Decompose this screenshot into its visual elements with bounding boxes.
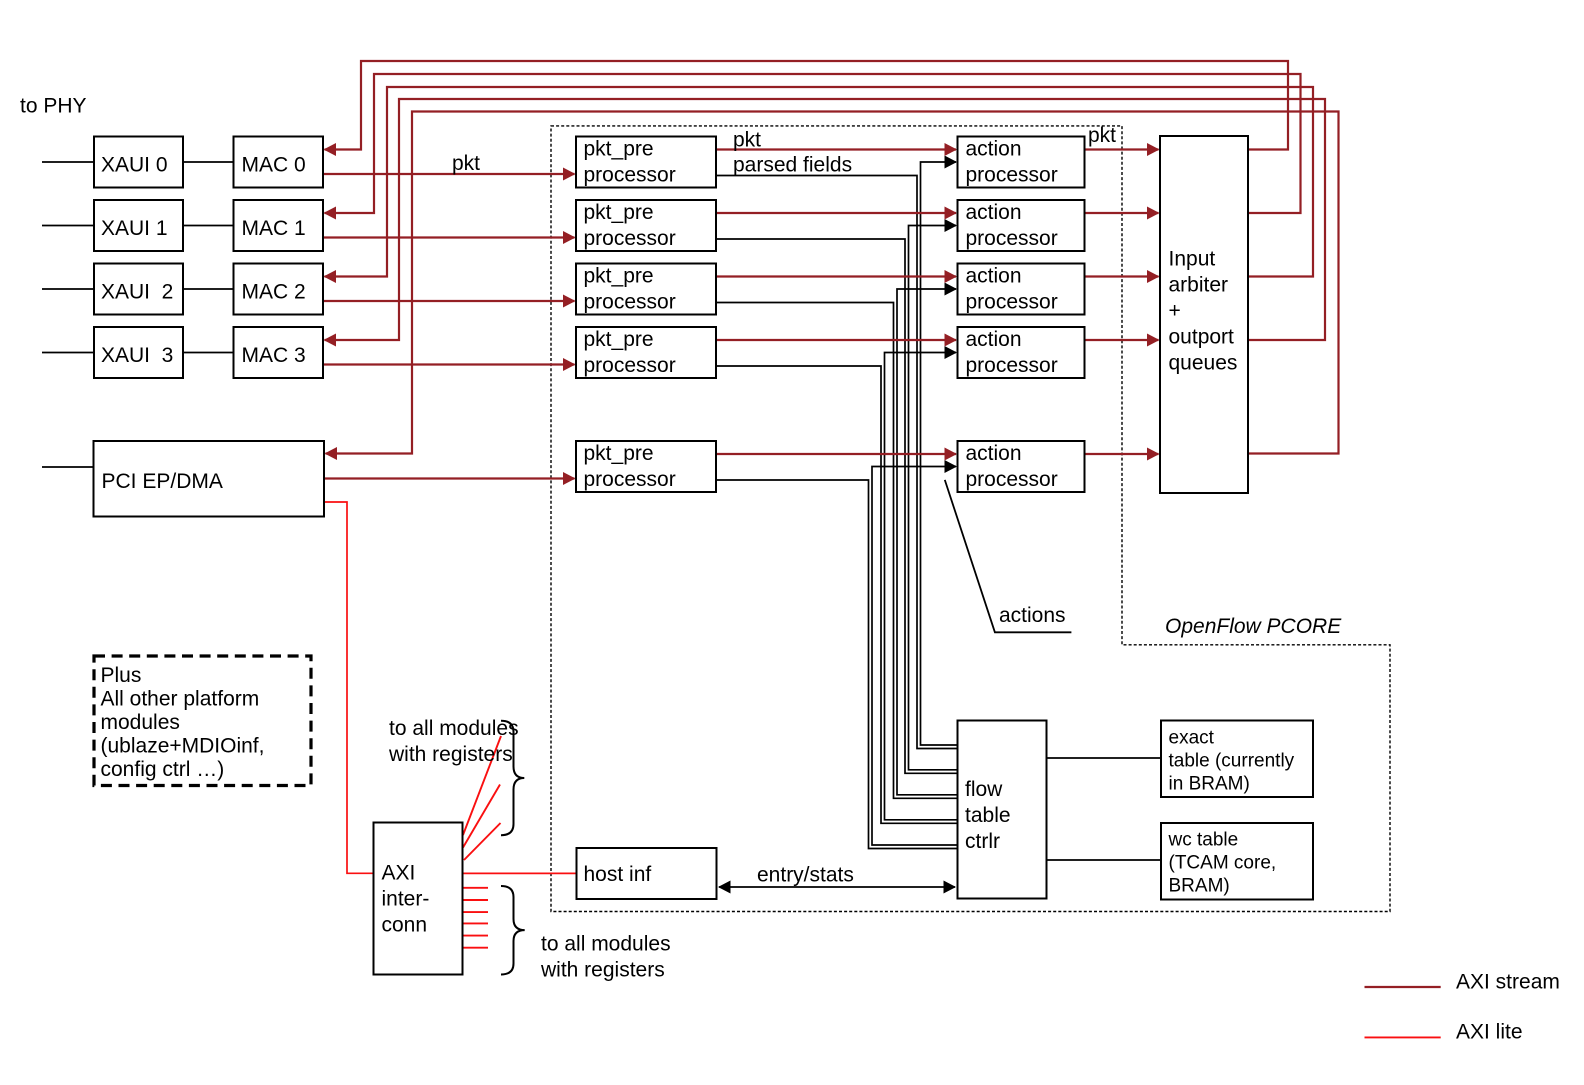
- svg-text:MAC 1: MAC 1: [242, 217, 306, 240]
- svg-text:to PHY: to PHY: [20, 95, 87, 118]
- svg-text:OpenFlow PCORE: OpenFlow PCORE: [1165, 615, 1342, 638]
- svg-text:pkt: pkt: [733, 129, 761, 152]
- svg-text:table (currently: table (currently: [1169, 751, 1295, 772]
- svg-text:pkt_pre: pkt_pre: [584, 265, 654, 288]
- svg-text:processor: processor: [966, 468, 1058, 491]
- svg-text:Input: Input: [1169, 248, 1216, 271]
- svg-text:processor: processor: [966, 291, 1058, 314]
- svg-text:pkt_pre: pkt_pre: [584, 201, 654, 224]
- svg-text:entry/stats: entry/stats: [757, 864, 854, 887]
- svg-text:MAC 2: MAC 2: [242, 281, 306, 304]
- svg-text:action: action: [966, 265, 1022, 288]
- svg-text:arbiter: arbiter: [1169, 274, 1229, 297]
- svg-text:queues: queues: [1169, 352, 1238, 375]
- svg-text:processor: processor: [584, 468, 676, 491]
- svg-text:BRAM): BRAM): [1169, 876, 1230, 897]
- svg-text:in BRAM): in BRAM): [1169, 774, 1250, 795]
- svg-text:pkt_pre: pkt_pre: [584, 442, 654, 465]
- svg-text:+: +: [1169, 300, 1181, 323]
- svg-text:conn: conn: [382, 914, 428, 937]
- svg-text:config ctrl …): config ctrl …): [101, 758, 225, 781]
- svg-text:pkt: pkt: [1088, 124, 1116, 147]
- svg-text:flow: flow: [965, 778, 1003, 801]
- svg-text:processor: processor: [966, 164, 1058, 187]
- svg-text:to all modules: to all modules: [541, 933, 671, 956]
- svg-text:pkt: pkt: [452, 152, 480, 175]
- svg-text:pkt_pre: pkt_pre: [584, 138, 654, 161]
- svg-text:with registers: with registers: [388, 743, 513, 766]
- svg-text:(ublaze+MDIOinf,: (ublaze+MDIOinf,: [101, 735, 265, 758]
- svg-text:XAUI 3: XAUI 3: [101, 344, 173, 367]
- svg-text:with registers: with registers: [540, 959, 665, 982]
- svg-text:pkt_pre: pkt_pre: [584, 328, 654, 351]
- svg-text:processor: processor: [584, 164, 676, 187]
- svg-text:Plus: Plus: [101, 664, 142, 687]
- svg-text:actions: actions: [999, 604, 1066, 627]
- svg-text:action: action: [966, 138, 1022, 161]
- svg-text:inter-: inter-: [382, 888, 430, 911]
- svg-text:AXI: AXI: [382, 862, 416, 885]
- svg-text:wc table: wc table: [1168, 830, 1239, 851]
- svg-text:processor: processor: [584, 291, 676, 314]
- svg-text:to all modules: to all modules: [389, 717, 519, 740]
- svg-text:XAUI 0: XAUI 0: [101, 154, 168, 177]
- svg-text:XAUI 2: XAUI 2: [101, 281, 173, 304]
- svg-text:modules: modules: [101, 711, 180, 734]
- svg-text:outport: outport: [1169, 326, 1235, 349]
- svg-text:parsed fields: parsed fields: [733, 154, 852, 177]
- svg-text:MAC 0: MAC 0: [242, 154, 306, 177]
- svg-text:AXI lite: AXI lite: [1456, 1021, 1523, 1044]
- svg-text:All other platform: All other platform: [101, 688, 260, 711]
- svg-text:PCI EP/DMA: PCI EP/DMA: [102, 470, 223, 493]
- svg-text:exact: exact: [1169, 728, 1215, 749]
- svg-text:processor: processor: [584, 227, 676, 250]
- svg-text:XAUI 1: XAUI 1: [101, 217, 168, 240]
- svg-text:host inf: host inf: [584, 863, 652, 886]
- svg-text:action: action: [966, 442, 1022, 465]
- svg-text:(TCAM core,: (TCAM core,: [1169, 853, 1277, 874]
- svg-text:action: action: [966, 201, 1022, 224]
- svg-text:ctrlr: ctrlr: [965, 830, 1000, 853]
- svg-text:MAC 3: MAC 3: [242, 344, 306, 367]
- svg-text:action: action: [966, 328, 1022, 351]
- svg-text:processor: processor: [966, 354, 1058, 377]
- svg-text:table: table: [965, 804, 1011, 827]
- svg-text:processor: processor: [966, 227, 1058, 250]
- svg-text:processor: processor: [584, 354, 676, 377]
- svg-text:AXI stream: AXI stream: [1456, 971, 1560, 994]
